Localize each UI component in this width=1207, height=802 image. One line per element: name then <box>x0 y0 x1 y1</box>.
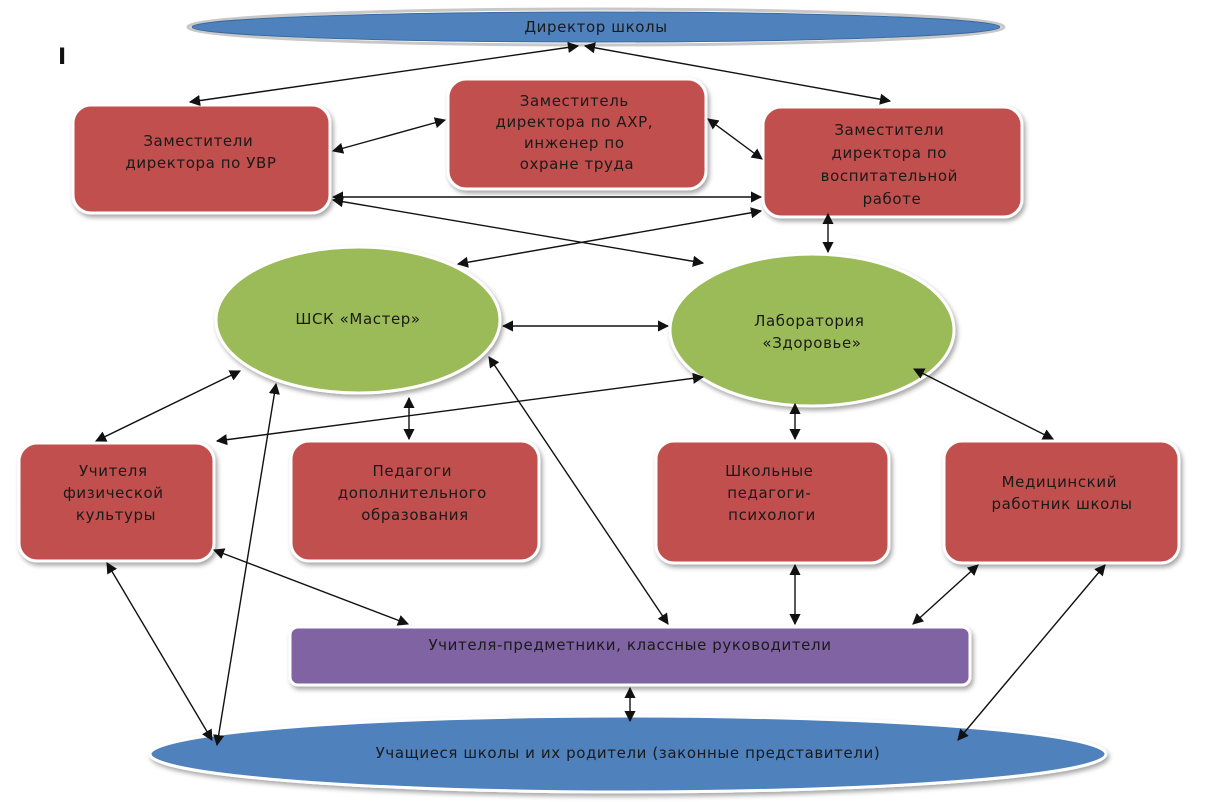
deputy-vr-label: Заместители директора по воспитательной … <box>821 121 964 208</box>
additional-education-node: Педагоги дополнительного образования <box>289 439 541 563</box>
deputy-ahr-node: Заместитель директора по АХР, инженер по… <box>446 77 708 191</box>
psychologists-node: Школьные педагоги- психологи <box>654 439 891 565</box>
students-parents-label: Учащиеся школы и их родители (законные п… <box>376 744 881 762</box>
connectors <box>94 41 1106 747</box>
connector-director-vr <box>583 42 892 105</box>
connector-med-subject <box>912 564 979 625</box>
connector-ahr-vr <box>707 118 763 160</box>
subject-teachers-label: Учителя-предметники, классные руководите… <box>428 636 831 654</box>
director-node: Директор школы <box>186 7 1006 47</box>
shsk-master-node: ШСК «Мастер» <box>214 245 502 395</box>
connector-vr-shsk <box>456 207 763 268</box>
health-lab-node: Лаборатория «Здоровье» <box>668 252 956 408</box>
deputy-uvr-node: Заместители директора по УВР <box>71 103 332 215</box>
connector-pe-students <box>106 562 213 741</box>
psychologists-label: Школьные педагоги- психологи <box>725 462 819 524</box>
director-label: Директор школы <box>524 18 667 36</box>
connector-shsk-subject <box>488 356 669 625</box>
corner-marker: I <box>58 45 66 70</box>
connector-shsk-students <box>213 382 280 747</box>
additional-education-label: Педагоги дополнительного образования <box>338 462 493 524</box>
shsk-master-label: ШСК «Мастер» <box>295 310 420 328</box>
subject-teachers-node: Учителя-предметники, классные руководите… <box>288 625 972 687</box>
deputy-uvr-label: Заместители директора по УВР <box>125 132 276 172</box>
medical-worker-label: Медицинский работник школы <box>991 473 1132 513</box>
connector-director-uvr <box>188 41 580 107</box>
pe-teachers-label: Учителя физической культуры <box>63 462 169 524</box>
medical-worker-node: Медицинский работник школы <box>942 439 1181 565</box>
connector-med-students <box>957 564 1106 741</box>
connector-pe-subject <box>212 548 410 626</box>
pe-teachers-node: Учителя физической культуры <box>17 441 216 563</box>
students-parents-node: Учащиеся школы и их родители (законные п… <box>148 714 1108 794</box>
connector-shsk-pe <box>94 370 242 442</box>
connector-uvr-ahr <box>331 117 447 154</box>
connector-lab-pe <box>215 372 705 446</box>
health-lab-label: Лаборатория «Здоровье» <box>754 312 870 352</box>
connector-lab-med <box>912 368 1055 440</box>
deputy-vr-node: Заместители директора по воспитательной … <box>761 105 1024 219</box>
